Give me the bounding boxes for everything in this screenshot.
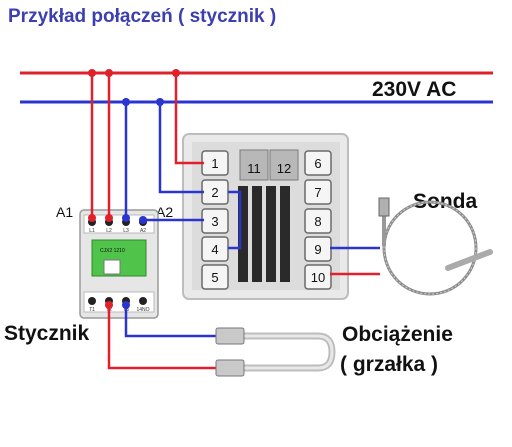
terminal-11-label: 11 — [247, 161, 261, 176]
terminal-9-label: 9 — [314, 242, 321, 257]
terminal-8-label: 8 — [314, 214, 321, 229]
contactor-mark-14no: 14NO — [136, 307, 149, 313]
temperature-controller: 1 2 3 4 5 11 12 6 7 8 9 10 — [182, 133, 349, 300]
contactor-mark-l2: L2 — [106, 228, 112, 234]
coil-a2-label: A2 — [156, 204, 174, 220]
load-label: Obciążenie — [342, 323, 453, 346]
load-sublabel: ( grzałka ) — [340, 353, 439, 376]
terminal-1-label: 1 — [211, 156, 218, 171]
temperature-probe — [378, 197, 493, 296]
junction-dot — [105, 69, 113, 77]
junction-dot — [88, 214, 96, 222]
heating-element — [215, 327, 336, 377]
wire-load-neutral — [124, 305, 220, 338]
junction-dot — [156, 98, 164, 106]
coil-a1-label: A1 — [56, 204, 74, 220]
wire-phase-terminal1 — [174, 73, 204, 165]
terminal-12-label: 12 — [277, 161, 291, 176]
junction-dot — [88, 69, 96, 77]
supply-voltage-label: 230V AC — [372, 78, 457, 101]
wire-bridge-2-4 — [228, 190, 242, 250]
probe-label: Sonda — [413, 190, 478, 213]
contactor-mark-l3: L3 — [123, 228, 129, 234]
terminal-10-label: 10 — [311, 270, 325, 285]
terminal-7-label: 7 — [314, 185, 321, 200]
junction-dot — [122, 98, 130, 106]
contactor-mark-t1: T1 — [89, 307, 95, 313]
contactor-label: Stycznik — [4, 322, 90, 345]
contactor-model-label: CJX2 1210 — [100, 248, 125, 254]
junction-dot — [105, 301, 113, 309]
diagram-title: Przykład połączeń ( stycznik ) — [8, 6, 277, 27]
terminal-6-label: 6 — [314, 156, 321, 171]
terminal-4-label: 4 — [211, 242, 218, 257]
contactor-mark-a2: A2 — [140, 228, 146, 234]
terminal-3-label: 3 — [211, 214, 218, 229]
wire-neutral-terminal2 — [158, 102, 204, 194]
junction-dot — [139, 216, 147, 224]
contactor-mark-l1: L1 — [89, 228, 95, 234]
junction-dot — [122, 214, 130, 222]
wire-load-phase — [107, 305, 220, 370]
terminal-2-label: 2 — [211, 185, 218, 200]
junction-dot — [172, 69, 180, 77]
contactor: L1 L2 L3 A2 T1 T2 T3 14NO CJX2 1210 — [79, 209, 159, 319]
terminal-5-label: 5 — [211, 270, 218, 285]
junction-dot — [122, 301, 130, 309]
junction-dot — [105, 214, 113, 222]
